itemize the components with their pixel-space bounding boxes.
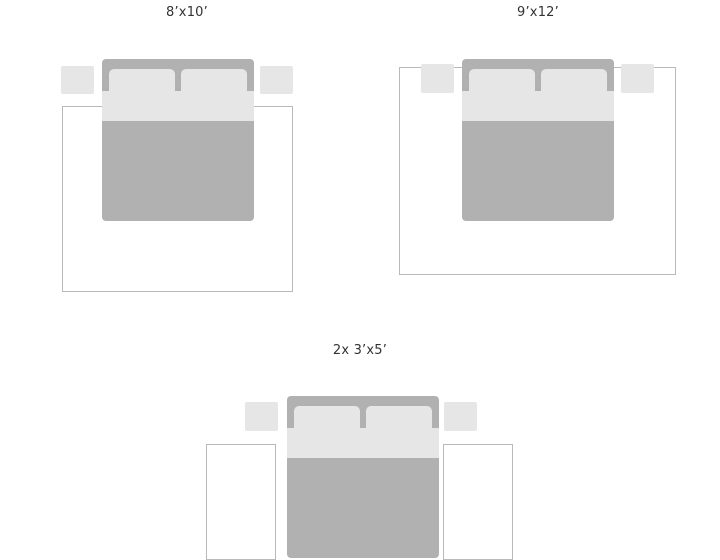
layout-label: 2x 3’x5’ xyxy=(332,343,388,358)
rug-right xyxy=(443,444,513,560)
bed xyxy=(287,396,439,558)
duvet-fold xyxy=(102,91,254,121)
duvet-fold xyxy=(462,91,614,121)
nightstand-left xyxy=(421,64,454,93)
bed xyxy=(462,59,614,221)
rug-left xyxy=(206,444,276,560)
nightstand-right xyxy=(444,402,477,431)
nightstand-left xyxy=(245,402,278,431)
layout-label: 8’x10’ xyxy=(166,5,208,20)
nightstand-right xyxy=(621,64,654,93)
bed xyxy=(102,59,254,221)
duvet-fold xyxy=(287,428,439,458)
nightstand-left xyxy=(61,66,94,94)
layout-label: 9’x12’ xyxy=(517,5,559,20)
nightstand-right xyxy=(260,66,293,94)
